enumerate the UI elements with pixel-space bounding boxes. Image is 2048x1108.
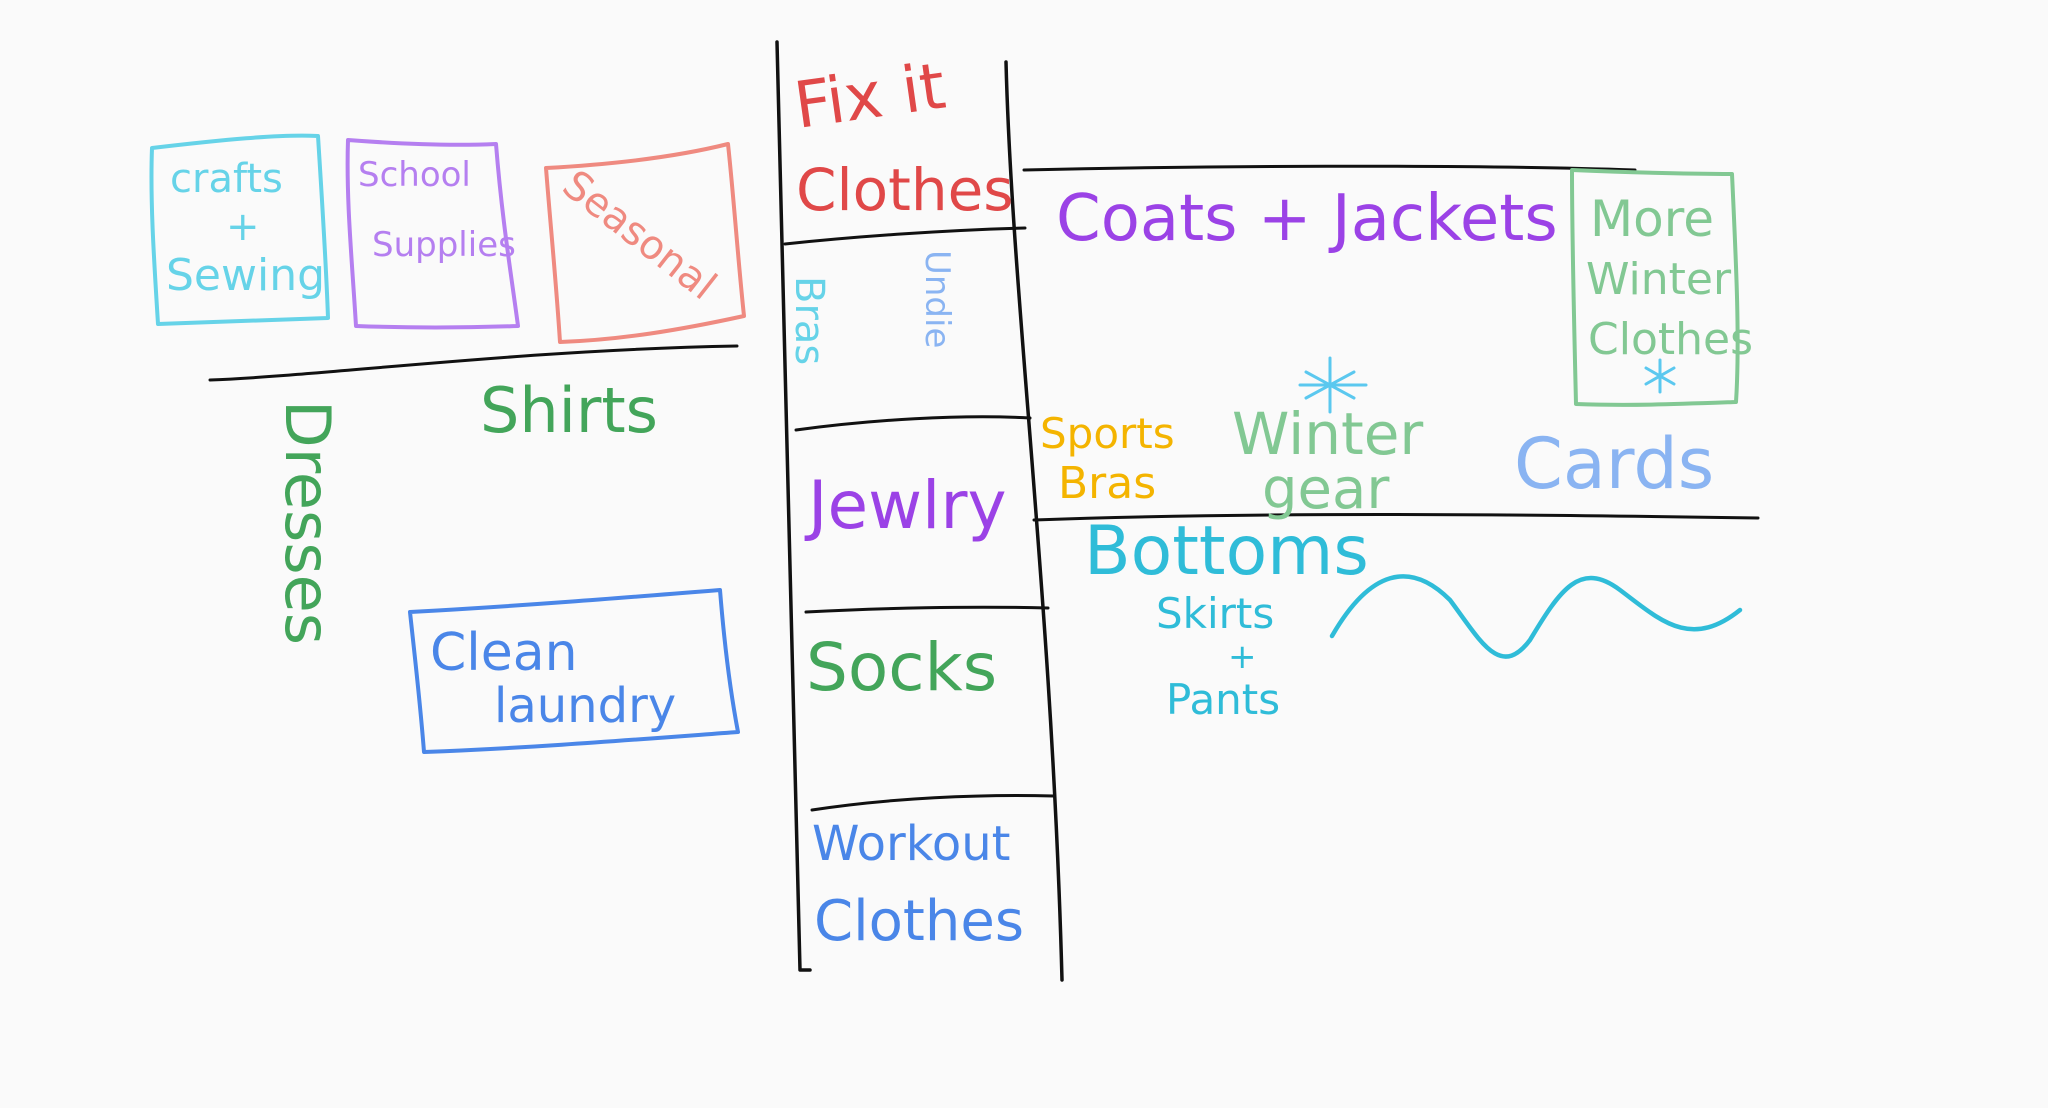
top-left-shelf-line xyxy=(208,344,739,382)
more-label: More xyxy=(1590,190,1714,248)
laundry-label: laundry xyxy=(494,678,676,734)
skirts-plus-label: + xyxy=(1228,637,1257,677)
seasonal-box xyxy=(544,142,746,344)
column-right-edge xyxy=(1004,60,1064,982)
jewelry-label: Jewlry xyxy=(804,467,1007,544)
winter-label: Winter xyxy=(1232,400,1423,468)
top-right-shelf-line xyxy=(1022,164,1637,172)
shelf-divider xyxy=(794,415,1032,432)
bras-label: Bras xyxy=(786,276,832,365)
socks-label: Socks xyxy=(806,629,997,706)
skirts-label: Skirts xyxy=(1156,589,1274,638)
sports-label: Sports xyxy=(1040,409,1175,458)
clean-laundry-box xyxy=(408,588,740,754)
workout-label: Workout xyxy=(812,816,1010,872)
crafts-label: crafts xyxy=(170,156,283,202)
pants-label: Pants xyxy=(1166,675,1280,724)
middle-right-shelf-line xyxy=(1032,513,1760,522)
wave-scribble xyxy=(1329,574,1743,659)
bottoms-label: Bottoms xyxy=(1084,512,1369,591)
more-winter-clothes-box xyxy=(1570,168,1740,407)
small-snowflake-icon xyxy=(1644,358,1676,394)
fixit-clothes-label: Clothes xyxy=(796,156,1014,224)
clean-label: Clean xyxy=(430,623,578,683)
school-label: School xyxy=(358,155,471,195)
supplies-label: Supplies xyxy=(372,225,516,265)
undie-label: Undie xyxy=(917,250,957,348)
shelf-divider xyxy=(804,605,1050,614)
crafts-plus-label: + xyxy=(226,204,260,250)
fixit-label: Fix it xyxy=(790,50,950,144)
school-supplies-box xyxy=(345,138,520,330)
gear-label: gear xyxy=(1262,457,1390,522)
column-left-edge xyxy=(775,40,812,972)
crafts-sewing-box xyxy=(149,133,330,326)
more-clothes-label: Clothes xyxy=(1588,314,1753,365)
snowflake-icon xyxy=(1298,356,1368,414)
sewing-label: Sewing xyxy=(166,250,325,301)
workout-clothes-label: Clothes xyxy=(814,889,1024,954)
cards-label: Cards xyxy=(1514,423,1714,505)
sports-bras-label: Bras xyxy=(1058,458,1156,509)
dresses-label: Dresses xyxy=(271,400,344,645)
shelf-divider xyxy=(810,794,1056,812)
more-winter-label: Winter xyxy=(1586,254,1732,305)
shirts-label: Shirts xyxy=(480,374,658,447)
coats-jackets-label: Coats + Jackets xyxy=(1056,182,1558,256)
central-shelf-column xyxy=(775,40,1064,982)
shelf-divider xyxy=(783,226,1027,246)
seasonal-label: Seasonal xyxy=(554,162,725,310)
